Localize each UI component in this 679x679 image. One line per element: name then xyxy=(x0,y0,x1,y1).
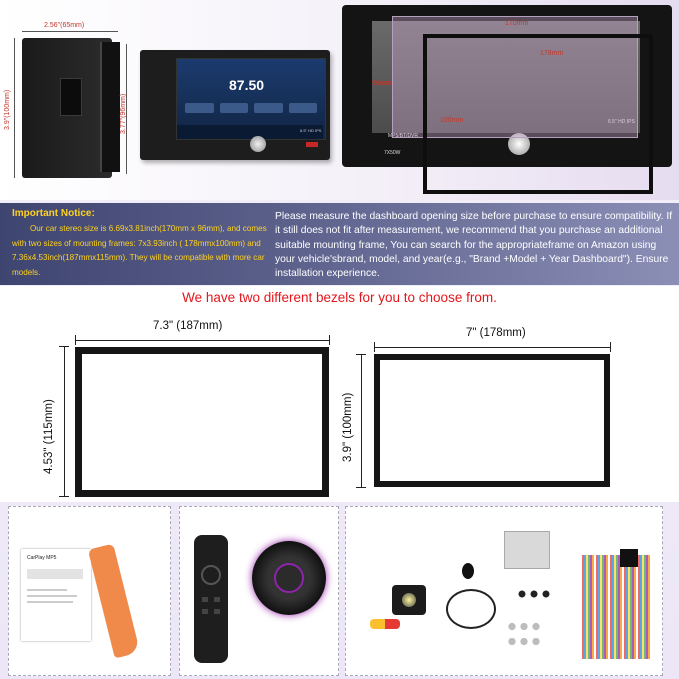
manual-title: CarPlay MP5 xyxy=(27,555,57,561)
wheel-control-center xyxy=(274,563,304,593)
side-width-label: 2.56"(65mm) xyxy=(44,22,85,29)
width-dim-line xyxy=(22,31,118,32)
large-knob xyxy=(508,133,530,155)
small-bezel-height-label: 3.9" (100mm) xyxy=(342,392,354,462)
remote-button xyxy=(214,597,220,602)
side-bracket xyxy=(100,42,120,172)
bezel-frame-outline xyxy=(423,34,653,194)
large-power-label: 7X50W xyxy=(384,150,401,156)
small-bezel-width-line xyxy=(374,347,610,348)
dim-170-label: 170mm xyxy=(505,20,529,27)
large-width-tick-right xyxy=(329,335,330,345)
remote-dpad xyxy=(201,565,221,585)
manual-line xyxy=(27,569,83,579)
remote-button xyxy=(214,609,220,614)
large-bezel-width-line xyxy=(75,340,329,341)
pry-tool xyxy=(87,543,141,659)
radio-screen: 87.50 xyxy=(176,58,326,140)
stereo-front-unit: 87.50 6.5" HD IPS xyxy=(140,50,330,160)
side-height-100-label: 3.9"(100mm) xyxy=(4,89,11,130)
notice-title: Important Notice: xyxy=(12,208,95,219)
large-hd-label: 6.5" HD IPS xyxy=(608,119,635,125)
dim-100-label: 100mm xyxy=(440,117,464,124)
product-photo-section: 2.56"(65mm) 3.9"(100mm) 3.77"(96mm) 87.5… xyxy=(0,0,679,200)
radio-button-row xyxy=(185,103,317,113)
harness-connector xyxy=(620,549,638,567)
rca-plugs xyxy=(370,619,400,629)
radio-usb-port xyxy=(306,142,318,147)
large-height-tick-top xyxy=(59,346,69,347)
mounting-brackets xyxy=(504,531,550,569)
small-bezel-width-label: 7" (178mm) xyxy=(466,327,526,339)
camera-lens xyxy=(402,593,416,607)
large-screen xyxy=(372,21,640,133)
large-height-tick-bottom xyxy=(59,496,69,497)
large-mp5-label: MP5/BT/DVR xyxy=(388,133,419,139)
small-width-tick-left xyxy=(374,342,375,352)
large-bezel-height-label: 4.53" (115mm) xyxy=(43,399,55,474)
radio-knob xyxy=(250,136,266,152)
manual-sheet: CarPlay MP5 xyxy=(21,549,91,641)
small-bezel-frame xyxy=(374,354,610,487)
bezel-section-title: We have two different bezels for you to … xyxy=(182,290,497,305)
manual-line xyxy=(27,601,73,603)
large-width-tick-left xyxy=(75,335,76,345)
dim-178-label: 178mm xyxy=(540,50,564,57)
steering-wheel-control xyxy=(252,541,326,615)
stereo-large-front: MP5/BT/DVR 7X50W 6.5" HD IPS xyxy=(342,5,672,167)
small-width-tick-right xyxy=(610,342,611,352)
small-height-tick-bottom xyxy=(356,487,366,488)
mic-cable xyxy=(446,589,496,629)
radio-tab-bar xyxy=(177,125,323,139)
backup-camera xyxy=(392,585,426,615)
dim-96-label: 96mm xyxy=(372,80,392,87)
microphone xyxy=(462,563,474,579)
remote-button xyxy=(202,597,208,602)
small-bezel-height-line xyxy=(361,354,362,487)
large-bezel-height-line xyxy=(64,346,65,496)
large-bezel-frame xyxy=(75,347,329,497)
remote-control xyxy=(194,535,228,663)
accessory-box-remote xyxy=(179,506,339,676)
side-height-96-label: 3.77"(96mm) xyxy=(120,93,127,134)
wiring-harness xyxy=(582,555,652,659)
side-connector xyxy=(60,78,82,116)
radio-hd-label: 6.5" HD IPS xyxy=(300,128,322,133)
large-bezel-width-label: 7.3" (187mm) xyxy=(153,320,223,332)
manual-line xyxy=(27,595,77,597)
small-height-tick-top xyxy=(356,354,366,355)
notice-left-text: Our car stereo size is 6.69x3.81inch(170… xyxy=(12,224,267,277)
accessory-box-manual: CarPlay MP5 xyxy=(8,506,171,676)
notice-right-text: Please measure the dashboard opening siz… xyxy=(275,211,673,280)
height-dim-line-right xyxy=(126,44,127,174)
manual-line xyxy=(27,589,67,591)
accessory-box-camera-wiring xyxy=(345,506,663,676)
radio-frequency: 87.50 xyxy=(229,77,265,93)
screws-black xyxy=(516,587,552,601)
height-dim-line-left xyxy=(14,38,15,178)
remote-button xyxy=(202,609,208,614)
notice-banner xyxy=(0,203,679,285)
screws-silver xyxy=(506,619,542,649)
